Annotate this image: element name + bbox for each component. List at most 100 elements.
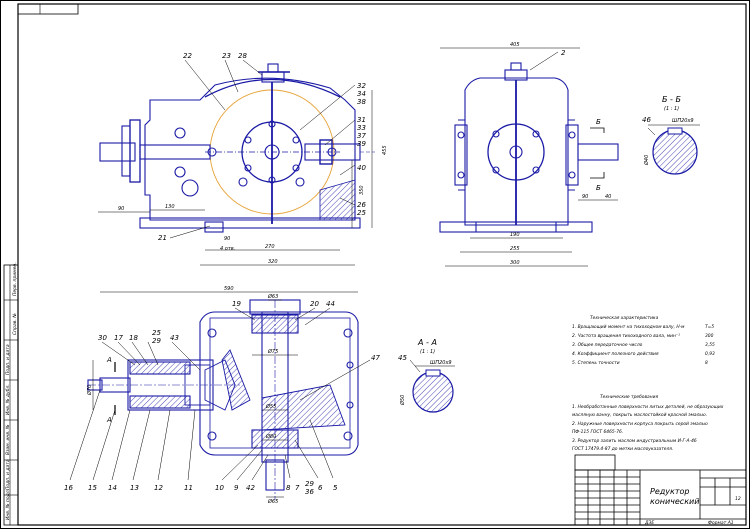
- label-12: 12: [154, 484, 163, 492]
- dim-300: 300: [510, 260, 520, 266]
- dim-55: Ø55: [265, 403, 276, 410]
- label-42: 42: [246, 484, 255, 492]
- label-29b: 29: [305, 480, 314, 488]
- label-5: 5: [333, 484, 338, 492]
- label-40: 40: [357, 164, 366, 172]
- label-10: 10: [215, 484, 224, 492]
- dim-320: 320: [268, 259, 278, 265]
- label-17: 17: [114, 334, 123, 342]
- label-14: 14: [108, 484, 117, 492]
- strip-5: Справ. №: [12, 313, 18, 335]
- section-bb-dim2: Ø40: [643, 155, 650, 166]
- dim-455: 455: [382, 145, 388, 155]
- section-bb-dim1: ШП20х9: [672, 118, 694, 124]
- label-a-top: А: [106, 356, 112, 364]
- section-aa-scale: (1 : 1): [420, 349, 435, 355]
- spec-val-5: 8: [705, 360, 708, 366]
- label-45: 45: [398, 354, 407, 362]
- dim-right40: 40: [605, 194, 611, 200]
- spec-row-3: 3. Общее передаточное число: [572, 342, 643, 348]
- strip-6: Перв. примен.: [12, 262, 18, 296]
- dim-65: Ø65: [267, 498, 278, 505]
- spec-row-2: 2. Частота вращения тихоходного вала, ми…: [572, 333, 680, 339]
- label-30: 30: [98, 334, 107, 342]
- sheet-tag: 12: [735, 496, 741, 502]
- dim-350: 350: [359, 185, 365, 195]
- label-19: 19: [232, 300, 241, 308]
- drawing-title-1: Редуктор: [650, 487, 689, 496]
- drawing-title-2: конический: [650, 497, 699, 506]
- format-text: Формат А1: [708, 520, 734, 526]
- label-a-bottom: А: [106, 416, 112, 424]
- dim-405: 405: [510, 42, 520, 48]
- label-47: 47: [371, 354, 380, 362]
- tech-specs: Техническая характеристика 1. Вращающий …: [572, 315, 715, 366]
- strip-0: Инв. № подл.: [5, 489, 11, 520]
- label-16: 16: [64, 484, 73, 492]
- label-15: 15: [88, 484, 97, 492]
- label-18: 18: [129, 334, 138, 342]
- section-bb-title: Б - Б: [662, 95, 681, 104]
- section-aa-dim1: ШП20х9: [430, 360, 452, 366]
- dim-left90: 90: [582, 194, 588, 200]
- spec-val-3: 3,55: [705, 342, 715, 348]
- top-left-box: [17, 3, 79, 15]
- dim-70: Ø70: [86, 385, 93, 396]
- label-29p: 29: [152, 337, 161, 345]
- label-2: 2: [561, 49, 566, 57]
- dim-80: Ø80: [265, 433, 276, 440]
- strip-2: Взам. инв. №: [5, 424, 11, 455]
- label-37: 37: [357, 132, 366, 140]
- tech-requirements: Технические требования 1. Необработанные…: [572, 394, 724, 452]
- dim-90b: 90: [224, 236, 230, 242]
- req-line-5: 3. Редуктор залить маслом индустриальным…: [572, 438, 697, 444]
- label-21: 21: [158, 234, 167, 242]
- label-b-top: Б: [596, 118, 601, 126]
- side-strip: Инв. № подл. Подп. и дата Взам. инв. № И…: [3, 262, 19, 526]
- label-13: 13: [130, 484, 139, 492]
- inner-frame: [17, 3, 747, 526]
- label-23: 23: [222, 52, 231, 60]
- label-8: 8: [286, 484, 291, 492]
- side-view: [439, 47, 619, 267]
- req-line-3: 2. Наружные поверхности корпуса покрыть …: [572, 421, 708, 427]
- dim-255: 255: [510, 246, 520, 252]
- section-aa-title: А - А: [417, 338, 437, 347]
- label-38: 38: [357, 98, 366, 106]
- label-34: 34: [357, 90, 366, 98]
- dim-590: 590: [224, 286, 234, 292]
- dim-130: 130: [165, 204, 175, 210]
- req-line-2: масляную ванну, покрыть маслостойкой кра…: [572, 412, 707, 418]
- spec-row-5: 5. Степень точности: [572, 360, 620, 366]
- label-46: 46: [642, 116, 651, 124]
- label-26: 26: [357, 201, 366, 209]
- label-39: 39: [357, 140, 366, 148]
- label-25p: 25: [152, 329, 161, 337]
- label-7: 7: [295, 484, 300, 492]
- label-33: 33: [357, 124, 366, 132]
- front-view-labels: 22 23 28 32 34 38 31 33 37 39 40 26 25 2…: [118, 52, 388, 265]
- label-32: 32: [357, 82, 366, 90]
- stamp-text: ДЗЕ: [644, 520, 654, 526]
- label-22: 22: [183, 52, 192, 60]
- req-line-4: ПФ-115 ГОСТ 6465-76.: [572, 429, 623, 435]
- label-43: 43: [170, 334, 179, 342]
- req-line-1: 1. Необработанные поверхности литых дета…: [572, 404, 724, 410]
- spec-val-1: Т=5: [705, 324, 714, 330]
- req-heading: Технические требования: [600, 394, 658, 400]
- section-aa-dim2: Ø50: [399, 395, 406, 406]
- strip-4: Подп. и дата: [5, 344, 11, 375]
- label-31: 31: [357, 116, 366, 124]
- strip-3: Инв. № дубл.: [5, 384, 11, 415]
- label-b-bottom: Б: [596, 184, 601, 192]
- spec-row-4: 4. Коэффициент полезного действия: [572, 351, 659, 357]
- dim-90: 90: [118, 206, 124, 212]
- section-bb-scale: (1 : 1): [664, 106, 679, 112]
- spec-val-4: 0,93: [705, 351, 715, 357]
- label-28: 28: [238, 52, 247, 60]
- spec-row-1: 1. Вращающий момент на тихоходном валу, …: [572, 324, 685, 330]
- label-11: 11: [184, 484, 193, 492]
- strip-1: Подп. и дата: [5, 459, 11, 490]
